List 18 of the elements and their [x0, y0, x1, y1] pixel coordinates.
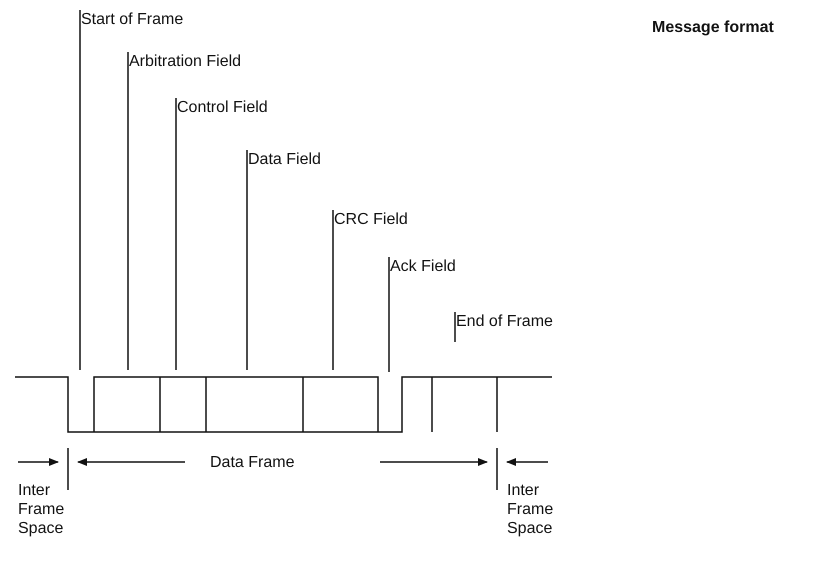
leader-line	[388, 257, 390, 372]
field-label: End of Frame	[456, 312, 553, 331]
dimension-label: Data Frame	[210, 453, 294, 472]
field-label: Start of Frame	[81, 10, 184, 29]
leader-line	[454, 312, 456, 342]
leader-line	[127, 52, 129, 370]
field-label: CRC Field	[334, 210, 408, 229]
dimension-label: Inter Frame Space	[507, 481, 552, 538]
leader-line	[246, 150, 248, 370]
leader-line	[175, 98, 177, 370]
field-label: Control Field	[177, 98, 268, 117]
dimension-label: Inter Frame Space	[18, 481, 63, 538]
field-label: Arbitration Field	[129, 52, 242, 71]
leader-line	[79, 10, 81, 370]
leader-line	[332, 210, 334, 370]
field-label: Ack Field	[390, 257, 456, 276]
field-label: Data Field	[248, 150, 321, 169]
title: Message format	[652, 18, 774, 37]
